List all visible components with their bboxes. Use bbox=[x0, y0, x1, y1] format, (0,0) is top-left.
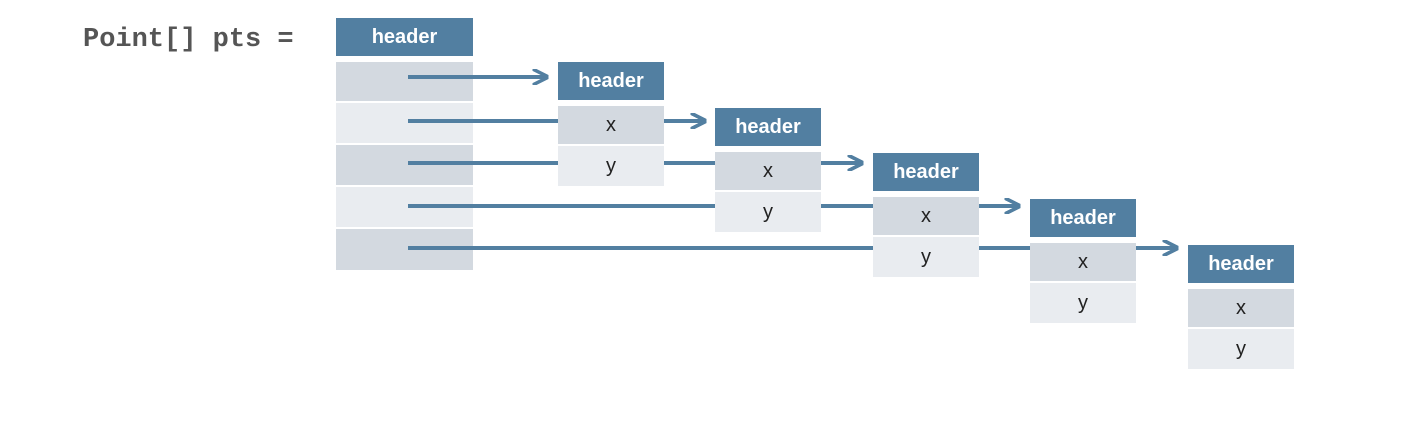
point-field-x: x bbox=[558, 106, 664, 144]
array-slot-0 bbox=[336, 62, 473, 101]
point-field-y: y bbox=[1188, 329, 1294, 369]
point-header: header bbox=[1188, 245, 1294, 283]
point-field-y: y bbox=[715, 192, 821, 232]
point-header: header bbox=[558, 62, 664, 100]
point-field-x: x bbox=[1188, 289, 1294, 327]
point-header: header bbox=[715, 108, 821, 146]
point-header: header bbox=[1030, 199, 1136, 237]
point-field-x: x bbox=[1030, 243, 1136, 281]
point-field-x: x bbox=[873, 197, 979, 235]
point-field-y: y bbox=[558, 146, 664, 186]
array-slot-1 bbox=[336, 103, 473, 143]
array-declaration-label: Point[] pts = bbox=[83, 25, 294, 55]
point-field-y: y bbox=[873, 237, 979, 277]
array-slot-4 bbox=[336, 229, 473, 270]
point-field-y: y bbox=[1030, 283, 1136, 323]
point-field-x: x bbox=[715, 152, 821, 190]
array-slot-3 bbox=[336, 187, 473, 227]
array-header: header bbox=[336, 18, 473, 56]
point-header: header bbox=[873, 153, 979, 191]
array-slot-2 bbox=[336, 145, 473, 185]
